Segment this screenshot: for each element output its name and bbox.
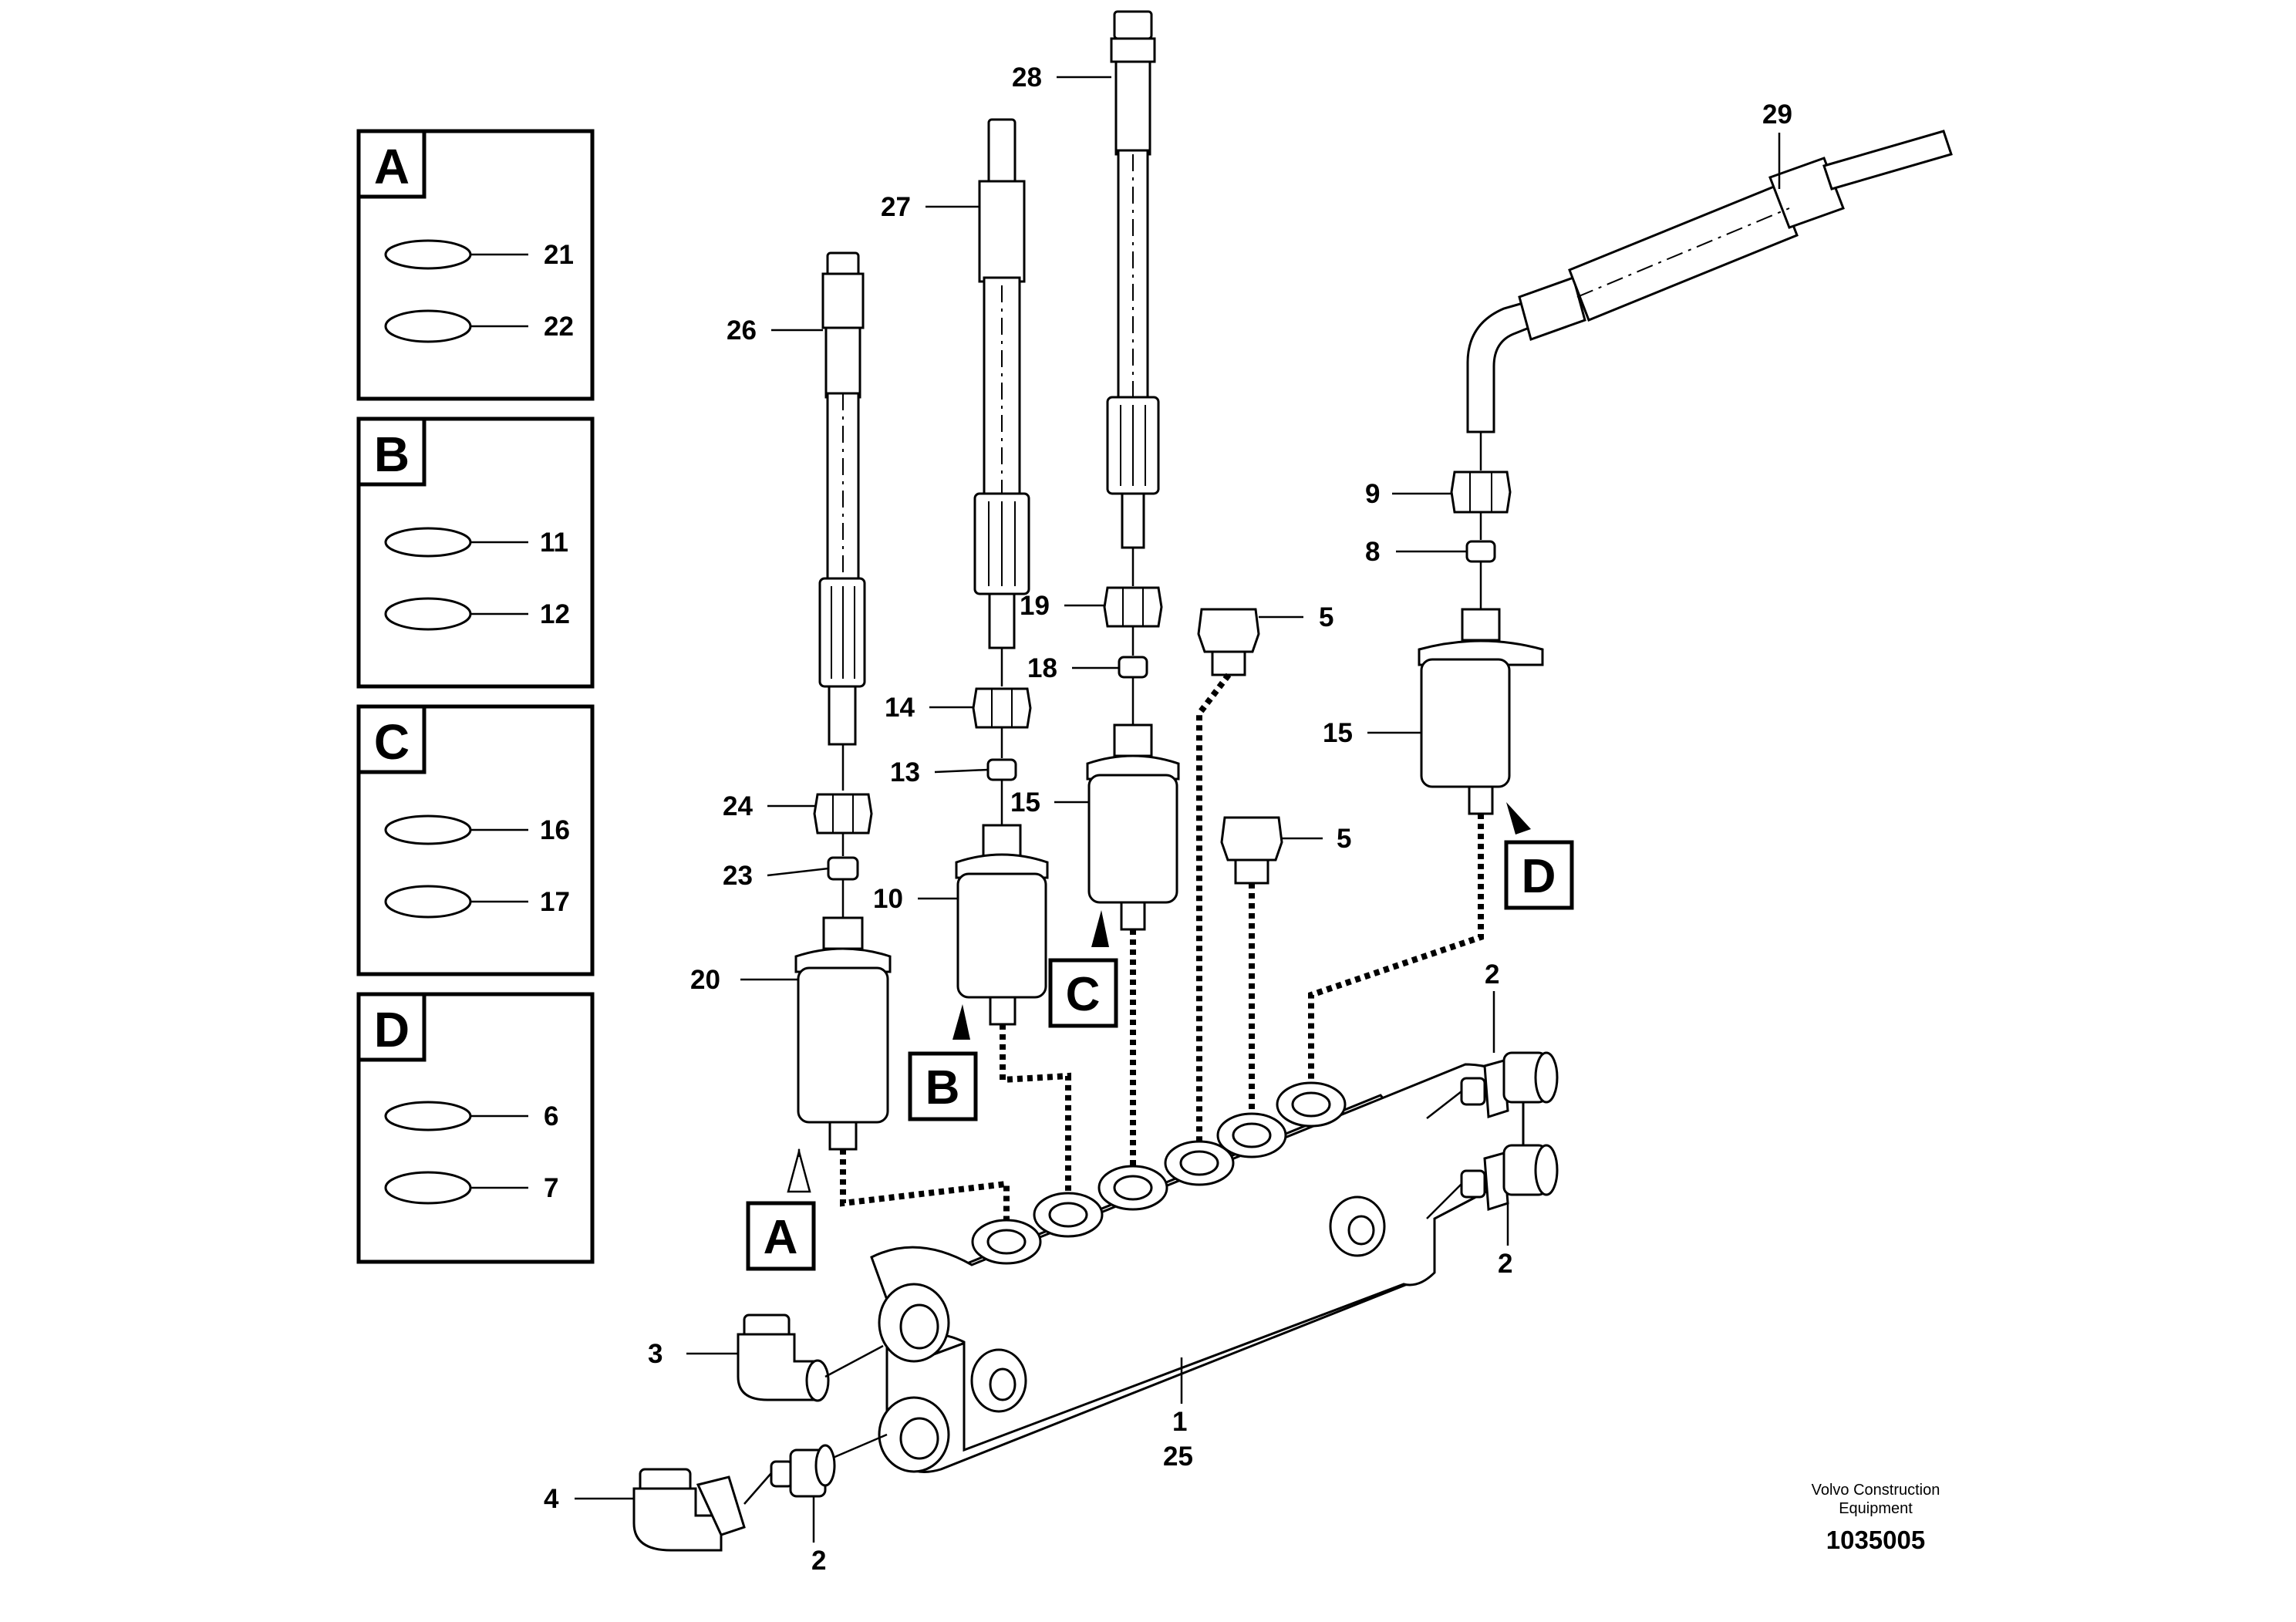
footer: Volvo Construction Equipment 1035005 xyxy=(1812,1482,1940,1554)
hose-27 xyxy=(973,118,1030,649)
label-2: 2 xyxy=(1485,959,1499,990)
fitting-2-lower-right xyxy=(1460,1144,1559,1212)
nut-14 xyxy=(972,687,1032,729)
brand-line-2: Equipment xyxy=(1839,1500,1913,1517)
ring-23 xyxy=(827,856,859,881)
part-number-label: 21 xyxy=(544,240,574,270)
callout-a: A xyxy=(746,1201,816,1271)
plug-5-lower xyxy=(1220,816,1283,885)
legend-box-b: B 11 12 xyxy=(356,416,595,689)
legend-box-letter: A xyxy=(374,139,410,194)
elbow-4 xyxy=(632,1468,746,1552)
o-ring-icon xyxy=(384,1171,472,1205)
adapter-20 xyxy=(794,916,892,1151)
elbow-3 xyxy=(737,1313,830,1402)
label-15: 15 xyxy=(1010,787,1040,818)
hose-28 xyxy=(1106,10,1160,549)
ring-8 xyxy=(1465,540,1496,563)
label-18: 18 xyxy=(1027,653,1057,683)
part-number-label: 6 xyxy=(544,1101,558,1131)
label-27: 27 xyxy=(881,192,911,222)
part-labels: 26 27 28 29 24 23 20 14 13 10 19 18 15 9… xyxy=(544,62,1792,1576)
legend-box-d: D 6 7 xyxy=(356,992,595,1264)
ring-13 xyxy=(986,758,1017,781)
o-ring-icon xyxy=(384,309,472,343)
label-29: 29 xyxy=(1762,99,1792,130)
label-4: 4 xyxy=(544,1484,559,1514)
label-19: 19 xyxy=(1020,591,1050,621)
label-20: 20 xyxy=(690,965,720,995)
adapter-15-right xyxy=(1418,608,1544,815)
label-25: 25 xyxy=(1163,1442,1193,1472)
connection-line-b xyxy=(1000,1024,1071,1211)
callout-b: B xyxy=(908,1051,978,1121)
connection-line-5-upper xyxy=(1196,673,1232,1165)
o-ring-icon xyxy=(384,1101,472,1131)
label-5: 5 xyxy=(1319,602,1333,632)
legend-box-c: C 16 17 xyxy=(356,704,595,976)
ring-18 xyxy=(1118,656,1148,679)
nut-19 xyxy=(1103,586,1163,628)
part-number-label: 7 xyxy=(544,1173,558,1203)
fitting-2-upper-right xyxy=(1460,1051,1559,1119)
label-23: 23 xyxy=(723,861,753,891)
part-number-label: 11 xyxy=(540,528,568,558)
connection-line-d xyxy=(1308,814,1484,1095)
label-9: 9 xyxy=(1365,479,1380,509)
label-2: 2 xyxy=(1498,1249,1512,1279)
label-24: 24 xyxy=(723,791,753,821)
callout-letter: C xyxy=(1066,968,1101,1021)
nut-9 xyxy=(1450,470,1512,514)
o-ring-icon xyxy=(384,527,472,558)
connection-line-a xyxy=(840,1149,1010,1249)
callout-letter: D xyxy=(1522,850,1556,903)
document-number: 1035005 xyxy=(1826,1526,1925,1554)
nut-24 xyxy=(813,793,873,835)
o-ring-icon xyxy=(384,597,472,631)
manifold-1 xyxy=(870,1063,1525,1473)
part-number-label: 17 xyxy=(540,887,570,917)
adapter-10 xyxy=(955,824,1049,1026)
label-14: 14 xyxy=(885,693,915,723)
legend-box-letter: B xyxy=(374,427,410,482)
callout-letter: A xyxy=(764,1211,798,1264)
o-ring-icon xyxy=(384,239,472,270)
label-26: 26 xyxy=(727,315,757,346)
label-8: 8 xyxy=(1365,537,1380,567)
part-number-label: 22 xyxy=(544,312,574,342)
hose-26 xyxy=(818,251,866,746)
callout-c: C xyxy=(1048,958,1118,1028)
label-3: 3 xyxy=(648,1339,663,1369)
plug-5-upper xyxy=(1197,608,1260,676)
label-1: 1 xyxy=(1172,1407,1187,1437)
label-28: 28 xyxy=(1012,62,1042,93)
hose-29 xyxy=(1466,130,1953,433)
adapter-15-left xyxy=(1086,723,1180,931)
callout-letter: B xyxy=(925,1061,960,1114)
legend-box-a: A 21 22 xyxy=(356,129,595,401)
part-number-label: 12 xyxy=(540,599,570,629)
part-number-label: 16 xyxy=(540,815,570,845)
o-ring-icon xyxy=(384,885,472,919)
o-ring-icon xyxy=(384,814,472,845)
label-10: 10 xyxy=(873,884,903,914)
callout-d: D xyxy=(1504,840,1574,910)
label-13: 13 xyxy=(890,757,920,787)
fitting-2-lower-left xyxy=(770,1444,836,1498)
label-2: 2 xyxy=(811,1546,826,1576)
legend-box-letter: D xyxy=(374,1002,410,1057)
label-5: 5 xyxy=(1337,824,1351,854)
label-15: 15 xyxy=(1323,718,1353,748)
brand-line-1: Volvo Construction xyxy=(1812,1482,1940,1499)
legend-box-letter: C xyxy=(374,714,410,770)
